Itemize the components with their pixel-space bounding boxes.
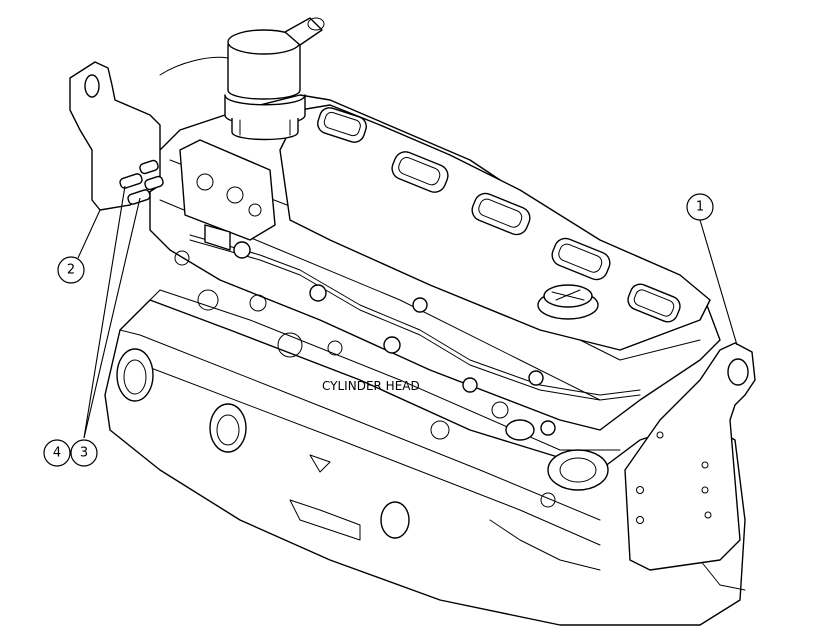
callout-4: 4 xyxy=(43,439,71,467)
callout-3: 3 xyxy=(70,439,98,467)
intake-port-1 xyxy=(317,107,367,143)
callout-2: 2 xyxy=(57,256,85,284)
intake-port-5 xyxy=(627,283,681,323)
front-lifting-bracket xyxy=(69,61,276,251)
rear-lifting-bracket xyxy=(624,342,756,571)
intake-port-2 xyxy=(391,151,449,193)
callout-2-label: 2 xyxy=(67,263,75,278)
callout-leaders xyxy=(77,185,738,439)
breather-housing xyxy=(159,17,325,141)
oil-filler-cap xyxy=(537,284,599,320)
intake-port-3 xyxy=(471,192,531,236)
bracket-bolts xyxy=(119,159,164,205)
callout-1-label: 1 xyxy=(696,200,704,215)
part-label: CYLINDER HEAD xyxy=(322,379,420,393)
callout-3-label: 3 xyxy=(80,446,88,461)
callout-1: 1 xyxy=(686,193,714,221)
cylinder-head xyxy=(149,94,721,508)
head-bolts xyxy=(233,241,556,436)
callout-4-label: 4 xyxy=(53,446,61,461)
engine-block xyxy=(104,289,746,626)
intake-port-4 xyxy=(551,237,611,281)
